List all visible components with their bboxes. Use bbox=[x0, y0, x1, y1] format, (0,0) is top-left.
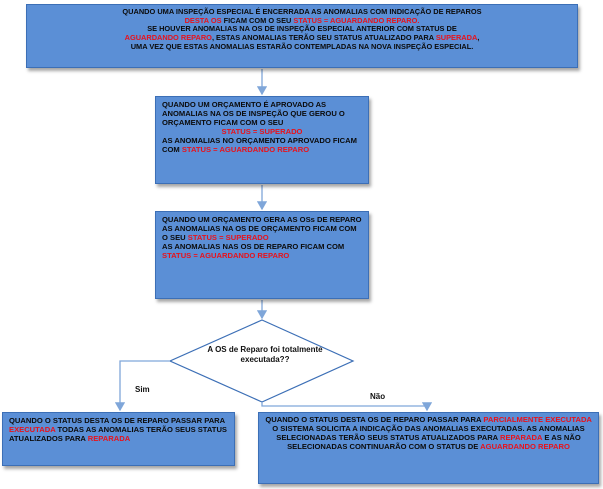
box1-line2: DESTA OS FICAM COM O SEU STATUS = AGUARD… bbox=[31, 15, 573, 26]
box3-text1: QUANDO UM ORÇAMENTO GERA AS OSs DE REPAR… bbox=[162, 215, 362, 242]
box4-para: QUANDO O STATUS DESTA OS DE REPARO PASSA… bbox=[9, 416, 228, 444]
box2-para2: STATUS = SUPERADO bbox=[162, 126, 362, 137]
box2-status-aguardando: STATUS = AGUARDANDO REPARO bbox=[181, 144, 310, 154]
box2-text1: QUANDO UM ORÇAMENTO É APROVADO AS ANOMAL… bbox=[162, 100, 345, 127]
box2-para3: AS ANOMALIAS NO ORÇAMENTO APROVADO FICAM… bbox=[162, 135, 362, 155]
box1-ficam: FICAM COM O SEU bbox=[221, 15, 294, 25]
box2-para1: QUANDO UM ORÇAMENTO É APROVADO AS ANOMAL… bbox=[162, 100, 362, 128]
box3-para1: QUANDO UM ORÇAMENTO GERA AS OSs DE REPAR… bbox=[162, 215, 362, 243]
box-os-executada: QUANDO O STATUS DESTA OS DE REPARO PASSA… bbox=[2, 412, 235, 466]
box-os-parcialmente-executada: QUANDO O STATUS DESTA OS DE REPARO PASSA… bbox=[258, 412, 599, 484]
decision-question: A OS de Reparo foi totalmente executada?… bbox=[207, 345, 323, 364]
box4-text1: QUANDO O STATUS DESTA OS DE REPARO PASSA… bbox=[9, 416, 225, 425]
arrow-yes-branch bbox=[114, 360, 170, 412]
box5-parcialmente-executada: PARCIALMENTE EXECUTADA bbox=[483, 415, 592, 424]
box1-line1-text: QUANDO UMA INSPEÇÃO ESPECIAL É ENCERRADA… bbox=[122, 7, 482, 16]
box3-status-superado: STATUS = SUPERADO bbox=[187, 232, 269, 242]
box3-status-aguardando: STATUS = AGUARDANDO REPARO bbox=[162, 250, 290, 260]
box4-reparada: REPARADA bbox=[87, 433, 131, 443]
box5-text1: QUANDO O STATUS DESTA OS DE REPARO PASSA… bbox=[265, 415, 484, 424]
box1-line5-text: UMA VEZ QUE ESTAS ANOMALIAS ESTARÃO CONT… bbox=[130, 41, 474, 51]
box1-superada: SUPERADA bbox=[435, 33, 478, 43]
box1-status-aguardando: STATUS = AGUARDANDO REPARO. bbox=[293, 15, 420, 25]
box1-line4-mid: , ESTAS ANOMALIAS TERÃO SEU STATUS ATUAL… bbox=[211, 33, 436, 43]
arrow-no-branch bbox=[261, 402, 433, 412]
box4-executada: EXECUTADA bbox=[9, 424, 56, 434]
box1-desta-os: DESTA OS bbox=[184, 15, 222, 25]
box3-text3: AS ANOMALIAS NAS OS DE REPARO FICAM COM bbox=[162, 241, 345, 251]
box1-comma: , bbox=[477, 33, 480, 43]
box5-aguardando-reparo: AGUARDANDO REPARO bbox=[480, 441, 570, 451]
box2-text3: AS ANOMALIAS NO ORÇAMENTO APROVADO FICAM… bbox=[162, 135, 357, 154]
box1-aguardando-reparo: AGUARDANDO REPARO bbox=[124, 33, 212, 43]
box-orcamento-aprovado: QUANDO UM ORÇAMENTO É APROVADO AS ANOMAL… bbox=[155, 96, 369, 184]
box-orcamento-gera-os: QUANDO UM ORÇAMENTO GERA AS OSs DE REPAR… bbox=[155, 211, 369, 299]
box1-line1: QUANDO UMA INSPEÇÃO ESPECIAL É ENCERRADA… bbox=[31, 7, 573, 17]
box2-status-superado: STATUS = SUPERADO bbox=[221, 126, 303, 136]
box5-text5: E AS NÃO SELECIONADAS CONTINUARÃO COM O … bbox=[287, 432, 581, 451]
box-inspecao-especial-encerrada: QUANDO UMA INSPEÇÃO ESPECIAL É ENCERRADA… bbox=[26, 4, 578, 68]
box1-line3-text: SE HOUVER ANOMALIAS NA OS DE INSPEÇÃO ES… bbox=[147, 24, 457, 34]
box1-line4: AGUARDANDO REPARO, ESTAS ANOMALIAS TERÃO… bbox=[31, 33, 573, 43]
box3-para2: AS ANOMALIAS NAS OS DE REPARO FICAM COM … bbox=[162, 241, 362, 261]
box1-line3: SE HOUVER ANOMALIAS NA OS DE INSPEÇÃO ES… bbox=[31, 25, 573, 34]
branch-label-yes: Sim bbox=[135, 385, 150, 394]
box5-reparada: REPARADA bbox=[500, 432, 543, 442]
box1-line5: UMA VEZ QUE ESTAS ANOMALIAS ESTARÃO CONT… bbox=[31, 41, 573, 52]
branch-label-no: Não bbox=[370, 392, 386, 401]
box5-text3: O SISTEMA SOLICITA A INDICAÇÃO DAS ANOMA… bbox=[272, 423, 585, 442]
box4-text3: TODAS AS ANOMALIAS TERÃO SEUS STATUS ATU… bbox=[9, 424, 227, 443]
box5-para: QUANDO O STATUS DESTA OS DE REPARO PASSA… bbox=[265, 415, 592, 452]
